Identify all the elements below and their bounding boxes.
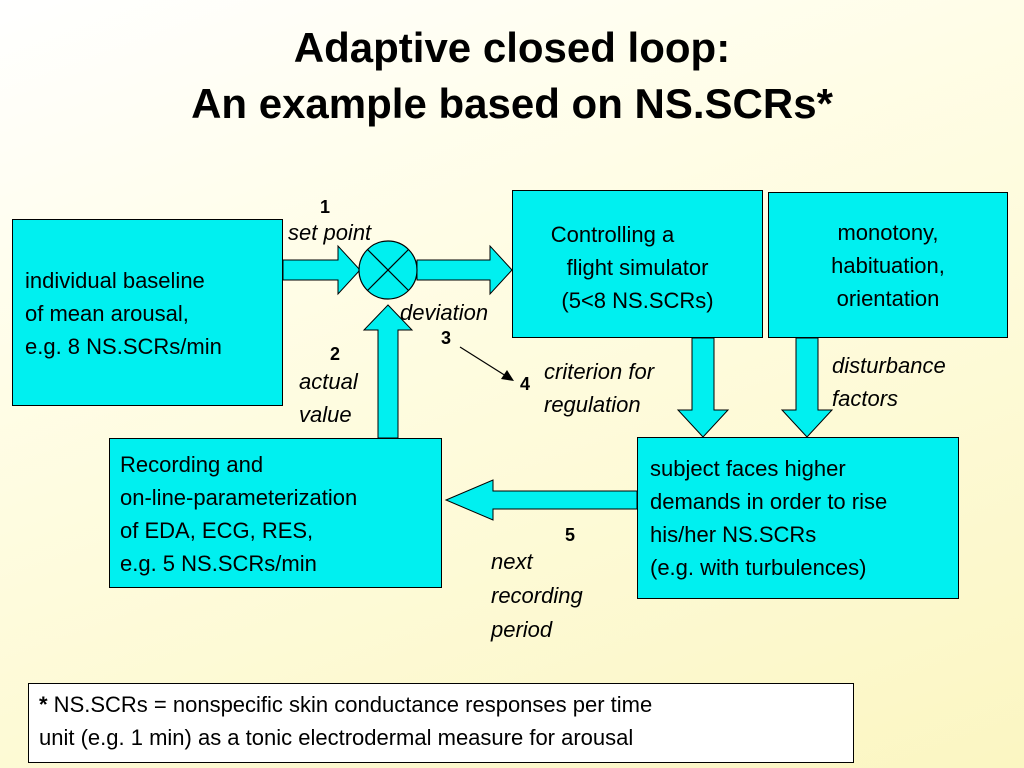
footnote-line-2: unit (e.g. 1 min) as a tonic electroderm… (39, 725, 634, 750)
simulator-line: flight simulator (566, 255, 709, 280)
subject-line: subject faces higher (650, 456, 846, 481)
criterion-label-1: criterion for (544, 359, 655, 384)
disturbance-line: orientation (836, 286, 940, 311)
subject-box: subject faces higher demands in order to… (637, 437, 959, 599)
footnote-box: * NS.SCRs = nonspecific skin conductance… (28, 683, 854, 763)
step-number-5: 5 (565, 525, 576, 545)
arrow-3-to-4-head (501, 370, 514, 381)
baseline-line: of mean arousal, (25, 301, 189, 326)
arrow-simulator-to-subject (676, 337, 730, 438)
recording-line: Recording and (120, 452, 264, 477)
simulator-line: (5<8 NS.SCRs) (561, 288, 714, 313)
actual-value-label-1: actual (299, 369, 358, 394)
baseline-line: individual baseline (25, 268, 205, 293)
step-number-2: 2 (330, 344, 341, 364)
disturbance-factors-label-1: disturbance (832, 353, 946, 378)
title-line-2: An example based on NS.SCRs* (191, 80, 833, 127)
arrow-comparator-to-simulator (416, 244, 513, 296)
step-number-3: 3 (441, 328, 452, 348)
disturbance-line: monotony, (837, 220, 939, 245)
comparator-cross-2 (367, 249, 409, 291)
disturbance-line: habituation, (831, 253, 945, 278)
recording-line: of EDA, ECG, RES, (120, 518, 314, 543)
recording-line: e.g. 5 NS.SCRs/min (120, 551, 317, 576)
simulator-line: Controlling a (550, 222, 675, 247)
disturbance-factors-label-2: factors (832, 386, 899, 411)
footnote-star: * (39, 692, 48, 717)
arrow-subject-to-recording (444, 479, 638, 521)
recording-box: Recording and on-line-parameterization o… (109, 438, 442, 588)
subject-line: his/her NS.SCRs (650, 522, 817, 547)
criterion-label-2: regulation (544, 392, 641, 417)
baseline-line: e.g. 8 NS.SCRs/min (25, 334, 222, 359)
disturbance-box: monotony, habituation, orientation (768, 192, 1008, 338)
footnote-text-1: NS.SCRs = nonspecific skin conductance r… (47, 692, 653, 717)
actual-value-label-2: value (299, 402, 352, 427)
next-recording-label-1: next (491, 549, 533, 574)
next-recording-label-2: recording (491, 583, 583, 608)
step-number-1: 1 (320, 197, 331, 217)
arrow-baseline-to-comparator (282, 244, 361, 296)
arrow-recording-to-comparator (362, 304, 414, 439)
recording-line: on-line-parameterization (120, 485, 358, 510)
title-line-1: Adaptive closed loop: (293, 24, 731, 71)
arrow-3-to-4 (459, 346, 507, 377)
deviation-label: deviation (400, 300, 489, 325)
step-number-4: 4 (520, 374, 531, 394)
subject-line: (e.g. with turbulences) (650, 555, 867, 580)
set-point-label: set point (288, 220, 372, 245)
simulator-box: Controlling a flight simulator (5<8 NS.S… (512, 190, 763, 338)
subject-line: demands in order to rise (650, 489, 888, 514)
baseline-box: individual baseline of mean arousal, e.g… (12, 219, 283, 406)
arrow-disturbance-to-subject (780, 337, 834, 438)
footnote-line-1: * NS.SCRs = nonspecific skin conductance… (39, 688, 843, 721)
next-recording-label-3: period (491, 617, 553, 642)
